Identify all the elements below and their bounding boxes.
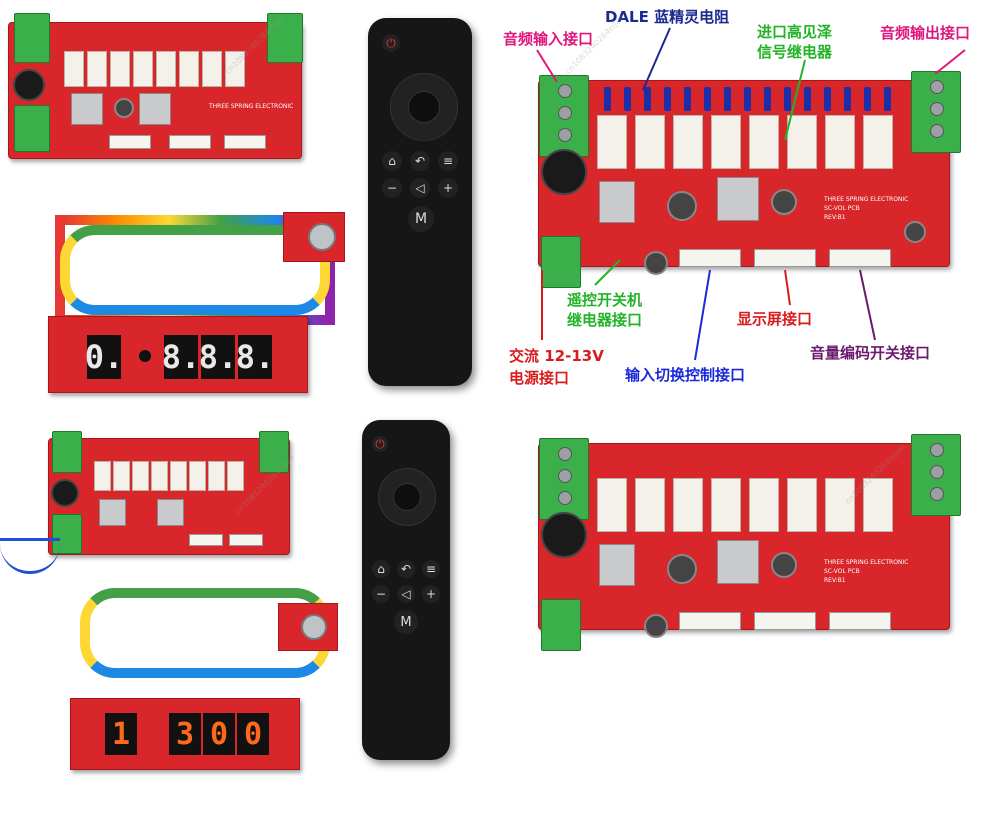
pcb-text-model-bottom: SC-VOL PCB [824, 568, 860, 575]
remote-control: ⏻ ⌂ ↶ ≡ − ◁ + M [368, 18, 472, 386]
home-icon: ⌂ [382, 151, 402, 171]
audio-output-terminal [911, 71, 961, 153]
main-board: THREE SPRING ELECTRONIC [8, 13, 303, 159]
label-input-switch: 输入切换控制接口 [625, 366, 746, 384]
volume-down-button-bottom: − [372, 585, 390, 603]
encoder-board-bottom [278, 603, 338, 651]
display-board-bottom: 1 3 0 0 [70, 698, 300, 770]
display-lit-digit-1: 1 [105, 713, 137, 755]
label-remote-power-relay: 遥控开关机 继电器接口 [567, 291, 643, 329]
photo-board-bottom: THREE SPRING ELECTRONIC SC-VOL PCB REV:B… [495, 418, 1000, 818]
main-board-plain: THREE SPRING ELECTRONIC SC-VOL PCB REV:B… [538, 434, 961, 651]
encoder-board [283, 212, 345, 262]
display-digit-4: 8. [236, 335, 274, 379]
m-button-bottom: M [394, 610, 418, 634]
pcb-text-maker-bottom: THREE SPRING ELECTRONIC [824, 559, 909, 566]
photo-kit-bottom: 1 3 0 0 ⏻ ⌂ ↶ ≡ − ◁ + M [0, 418, 490, 818]
display-lit-digit-4: 0 [237, 713, 269, 755]
pcb-text-rev-bottom: REV:B1 [824, 577, 846, 584]
annotated-main-board: THREE SPRING ELECTRONIC SC-VOL PCB REV:B… [538, 71, 961, 288]
display-board: 0. 8. 8. 8. [48, 316, 308, 393]
volume-up-button-bottom: + [422, 585, 440, 603]
pcb-text-model: SC-VOL PCB [824, 205, 860, 212]
power-terminal [541, 236, 581, 288]
power-icon-bottom: ⏻ [372, 436, 388, 452]
display-lit-digit-2: 3 [169, 713, 201, 755]
encoder-connector [829, 249, 891, 267]
main-board-bottom [48, 431, 290, 555]
display-lit-digit-3: 0 [203, 713, 235, 755]
annotation-arrows [536, 27, 966, 361]
ir-receiver-icon [139, 350, 151, 362]
audio-input-terminal [539, 75, 589, 157]
label-audio-output: 音频输出接口 [880, 24, 971, 42]
label-ac-power: 交流 12-13V 电源接口 [509, 347, 604, 387]
power-icon: ⏻ [382, 34, 400, 52]
dpad [390, 73, 458, 141]
pcb-text-rev: REV:B1 [824, 214, 846, 221]
volume-knob [308, 223, 336, 251]
filter-capacitor [541, 149, 587, 195]
display-digit-3: 8. [199, 335, 237, 379]
label-display-port: 显示屏接口 [737, 310, 813, 328]
m-button: M [408, 206, 434, 232]
display-digit-1: 0. [85, 335, 123, 379]
input-switch-connector [679, 249, 741, 267]
volume-down-button: − [382, 178, 402, 198]
label-encoder-port: 音量编码开关接口 [810, 344, 931, 362]
label-audio-input: 音频输入接口 [503, 30, 594, 48]
back-icon: ↶ [410, 151, 430, 171]
photo-kit-top: THREE SPRING ELECTRONIC 0. 8. 8. 8. ⏻ ⌂ … [0, 0, 490, 400]
volume-up-button: + [438, 178, 458, 198]
speaker-icon: ◁ [410, 178, 430, 198]
display-connector [754, 249, 816, 267]
remote-control-bottom: ⏻ ⌂ ↶ ≡ − ◁ + M [362, 420, 450, 760]
menu-icon: ≡ [438, 151, 458, 171]
photo-annotated-board: THREE SPRING ELECTRONIC SC-VOL PCB REV:B… [495, 0, 1000, 400]
label-relay: 进口高见泽 信号继电器 [757, 23, 833, 61]
pcb-text-maker: THREE SPRING ELECTRONIC [824, 196, 909, 203]
pcb-maker-text: THREE SPRING ELECTRONIC [209, 103, 294, 110]
label-dale-resistor: DALE 蓝精灵电阻 [605, 8, 730, 26]
display-digit-2: 8. [162, 335, 200, 379]
